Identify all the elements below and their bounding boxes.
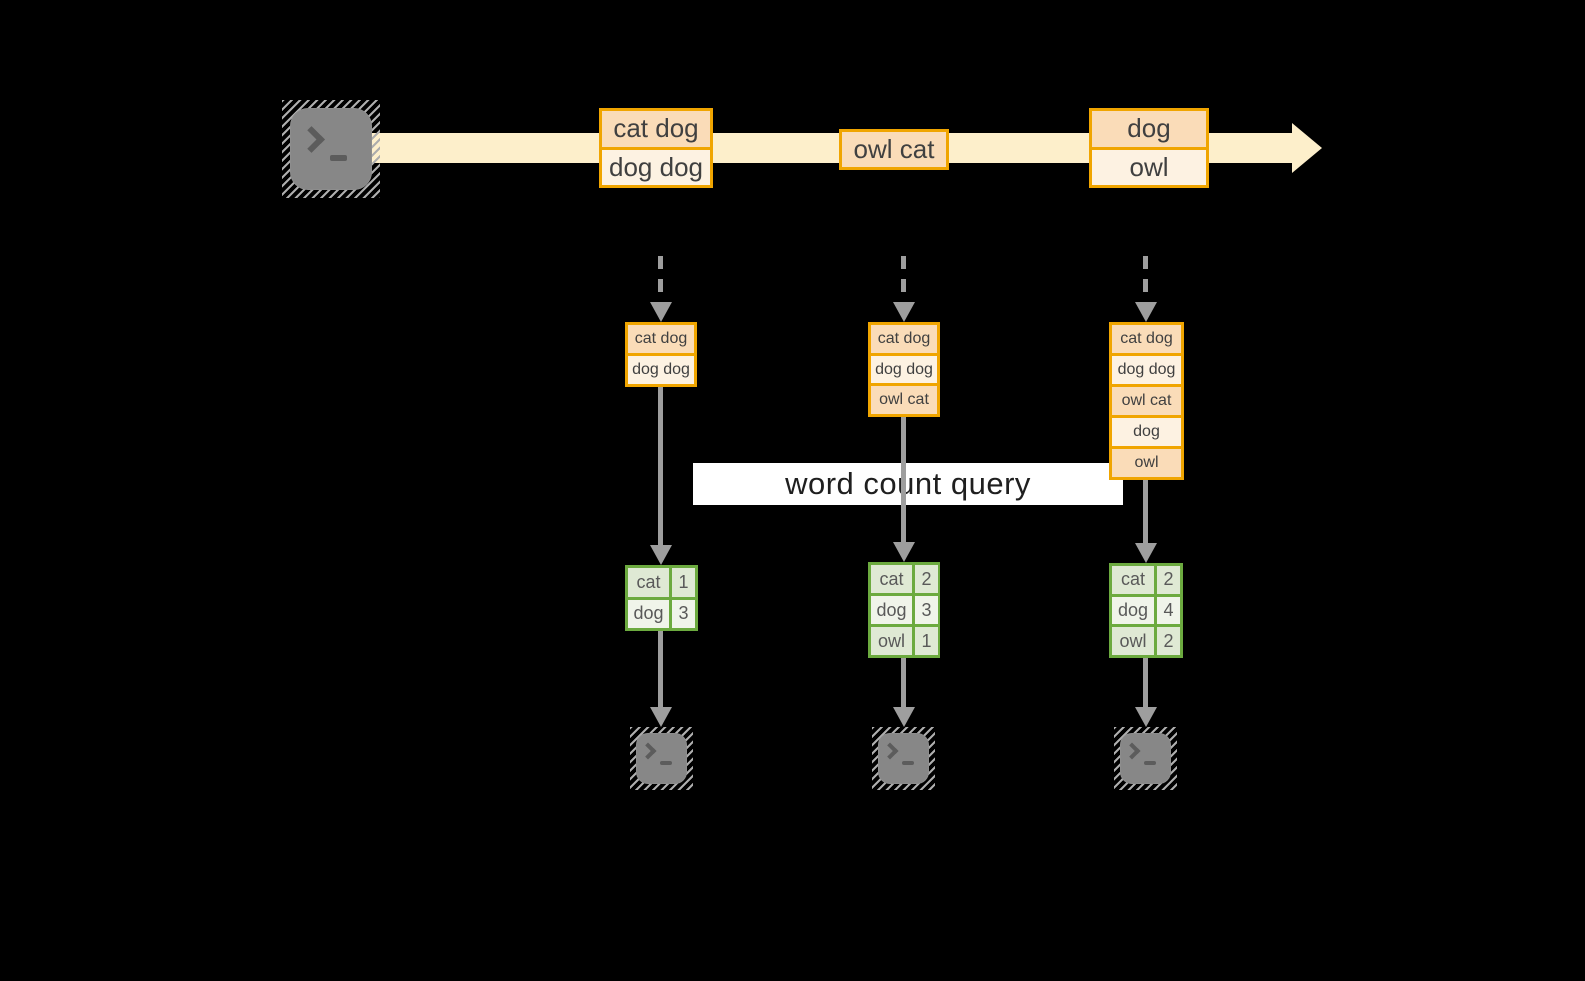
down-arrow-3b-head-icon (1135, 707, 1157, 727)
stream-item: cat dog (602, 111, 710, 147)
dashed-down-arrow-1-head-icon (650, 302, 672, 322)
word-count-table-1: cat 1 dog 3 (625, 565, 698, 631)
word-cell: dog (871, 596, 912, 624)
terminal-sink-icon-1 (630, 727, 693, 790)
terminal-source-icon (282, 100, 380, 198)
terminal-sink-icon-2 (872, 727, 935, 790)
dashed-down-arrow-2 (901, 256, 906, 302)
word-count-table-2: cat 2 dog 3 owl 1 (868, 562, 940, 658)
word-cell: cat (871, 565, 912, 593)
micro-batch-item: cat dog (1112, 325, 1181, 353)
micro-batch-stack-2: cat dog dog dog owl cat (868, 322, 940, 417)
terminal-screen (290, 108, 372, 190)
down-arrow-2b (901, 658, 906, 708)
micro-batch-item: cat dog (628, 325, 694, 353)
prompt-cursor-icon (1144, 761, 1156, 765)
count-cell: 1 (672, 568, 695, 597)
down-arrow-2b-head-icon (893, 707, 915, 727)
count-cell: 4 (1157, 596, 1180, 625)
count-cell: 1 (915, 627, 938, 655)
count-cell: 2 (915, 565, 938, 593)
micro-batch-item: dog dog (628, 356, 694, 384)
word-cell: dog (628, 599, 669, 628)
down-arrow-1b-head-icon (650, 707, 672, 727)
micro-batch-item: owl (1112, 449, 1181, 477)
micro-batch-item: dog dog (871, 355, 937, 384)
terminal-screen (878, 733, 929, 784)
stream-arrow-head-icon (1292, 123, 1322, 173)
word-cell: dog (1112, 596, 1154, 625)
dashed-down-arrow-1 (658, 256, 663, 302)
prompt-cursor-icon (660, 761, 672, 765)
word-count-table-3: cat 2 dog 4 owl 2 (1109, 563, 1183, 658)
micro-batch-item: dog (1112, 418, 1181, 446)
stream-batch-2: owl cat (839, 129, 949, 170)
micro-batch-stack-1: cat dog dog dog (625, 322, 697, 387)
count-cell: 2 (1157, 566, 1180, 594)
dashed-down-arrow-2-head-icon (893, 302, 915, 322)
micro-batch-item: owl cat (1112, 387, 1181, 415)
micro-batch-item: owl cat (871, 386, 937, 415)
word-cell: cat (1112, 566, 1154, 594)
word-cell: owl (1112, 627, 1154, 655)
terminal-screen (636, 733, 687, 784)
prompt-cursor-icon (330, 155, 347, 161)
terminal-sink-icon-3 (1114, 727, 1177, 790)
stream-item: dog (1092, 111, 1206, 147)
down-arrow-3a (1143, 478, 1148, 543)
dashed-down-arrow-3 (1143, 256, 1148, 302)
down-arrow-1a-head-icon (650, 545, 672, 565)
down-arrow-3a-head-icon (1135, 543, 1157, 563)
stream-item: dog dog (602, 149, 710, 185)
word-cell: owl (871, 627, 912, 655)
stream-batch-1: cat dog dog dog (599, 108, 713, 188)
micro-batch-item: cat dog (871, 325, 937, 353)
query-label: word count query (693, 463, 1123, 505)
micro-batch-stack-3: cat dog dog dog owl cat dog owl (1109, 322, 1184, 480)
prompt-cursor-icon (902, 761, 914, 765)
down-arrow-3b (1143, 657, 1148, 708)
word-cell: cat (628, 568, 669, 597)
dashed-down-arrow-3-head-icon (1135, 302, 1157, 322)
stream-batch-3: dog owl (1089, 108, 1209, 188)
down-arrow-2a (901, 415, 906, 542)
stream-item: owl cat (842, 132, 946, 167)
count-cell: 2 (1157, 627, 1180, 655)
count-cell: 3 (915, 596, 938, 624)
down-arrow-2a-head-icon (893, 542, 915, 562)
terminal-screen (1120, 733, 1171, 784)
micro-batch-item: dog dog (1112, 356, 1181, 384)
down-arrow-1a (658, 387, 663, 547)
stream-item: owl (1092, 149, 1206, 185)
down-arrow-1b (658, 628, 663, 708)
count-cell: 3 (672, 599, 695, 628)
